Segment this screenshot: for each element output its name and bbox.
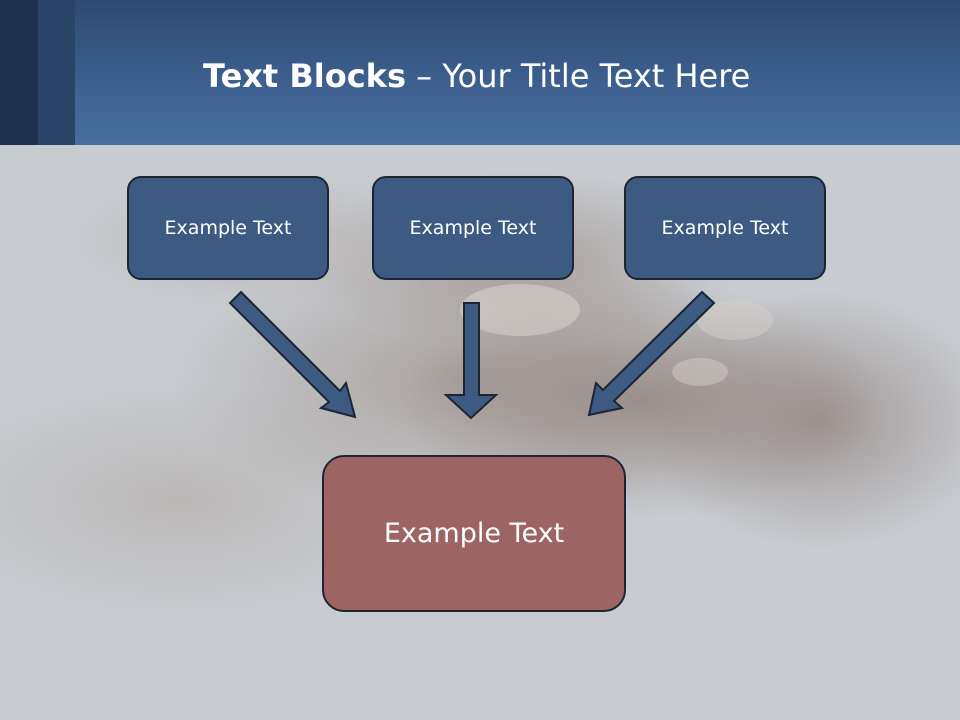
- title-banner: Text Blocks – Your Title Text Here: [0, 0, 960, 145]
- arrow-right-diagonal[interactable]: [587, 290, 716, 417]
- banner-accent-strip: [0, 0, 38, 145]
- text-block-center[interactable]: Example Text: [372, 176, 574, 280]
- text-block-left[interactable]: Example Text: [127, 176, 329, 280]
- target-block[interactable]: Example Text: [322, 455, 626, 612]
- banner-accent-strip-secondary: [38, 0, 75, 145]
- title-dash: –: [406, 57, 443, 95]
- slide-title[interactable]: Text Blocks – Your Title Text Here: [203, 52, 750, 100]
- text-block-right[interactable]: Example Text: [624, 176, 826, 280]
- arrow-left-diagonal[interactable]: [228, 290, 357, 419]
- arrow-center-vertical[interactable]: [443, 302, 499, 420]
- title-bold-part: Text Blocks: [203, 57, 406, 95]
- title-rest: Your Title Text Here: [442, 57, 751, 95]
